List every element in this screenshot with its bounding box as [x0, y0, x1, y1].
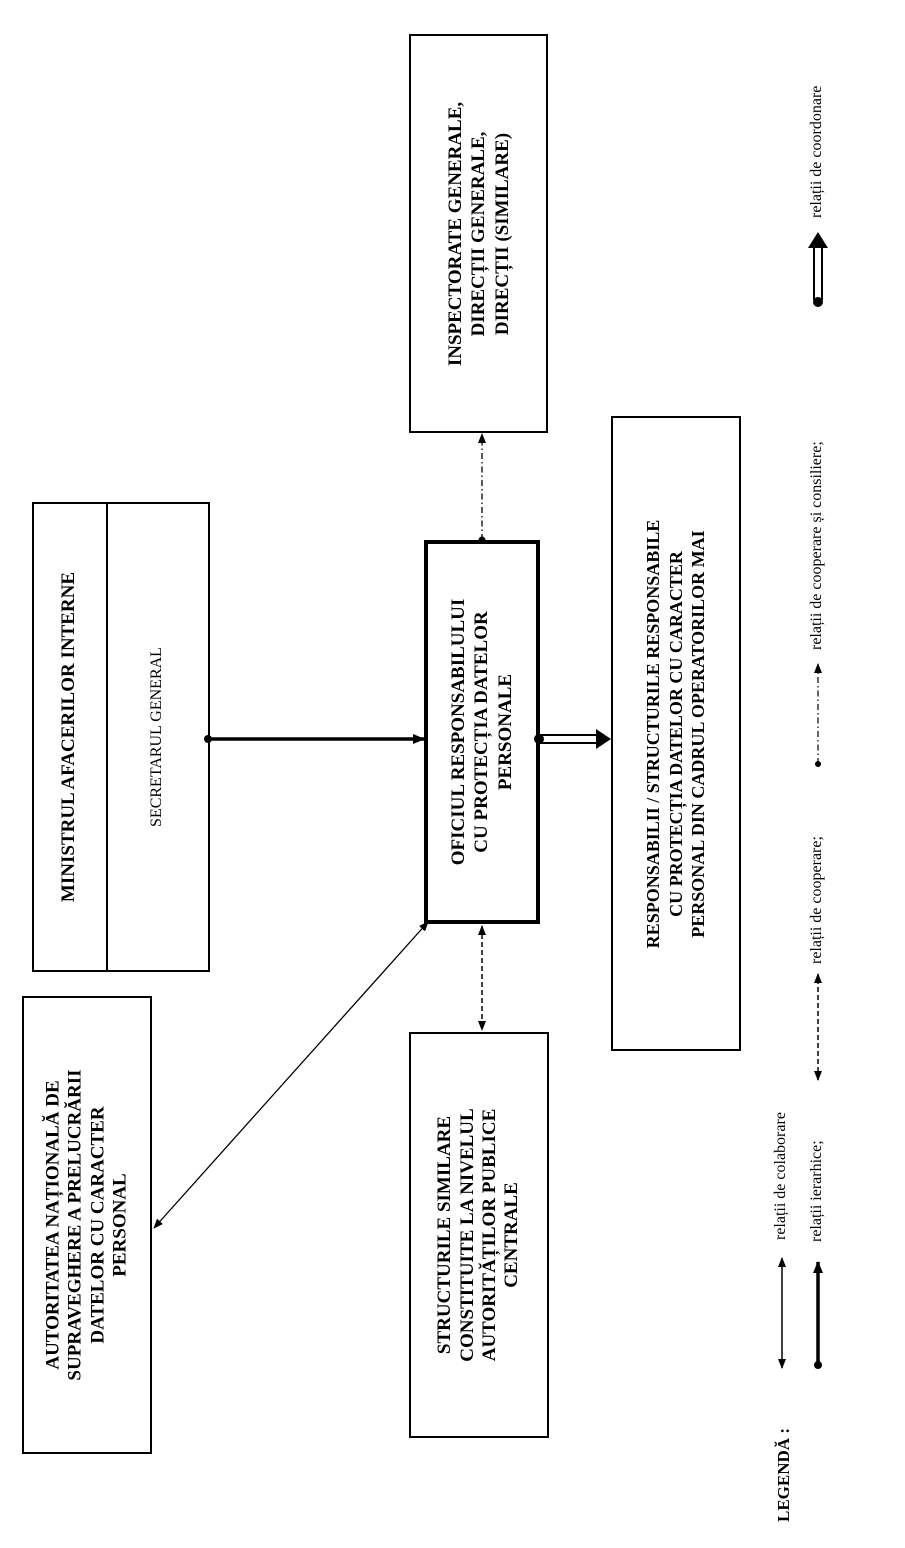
legend-ierarhice: relații ierarhice; [808, 1140, 825, 1242]
legend-symbol-ierarhice [813, 1261, 823, 1369]
divider [106, 504, 108, 970]
link-cooperare-consiliere-oficiul-inspectorate [478, 433, 486, 544]
legend-colaborare: relații de colaborare [772, 1112, 789, 1240]
link-colaborare-oficiul-autoritate [153, 921, 429, 1229]
legend-cooperare-consiliere: relații de cooperare și consiliere; [808, 441, 825, 650]
legend-title: LEGENDĂ : [774, 1428, 793, 1522]
ministru-box: MINISTRUL AFACERILOR INTERNE SECRETARUL … [32, 502, 210, 972]
inspectorate-box: INSPECTORATE GENERALE, DIRECȚII GENERALE… [409, 34, 548, 433]
legend-cooperare: relații de cooperare; [808, 836, 825, 964]
link-ierarhic-secretar-oficiul [204, 734, 425, 744]
legend-coordonare: relații de coordonare [808, 85, 825, 218]
autoritate-box: AUTORITATEA NAȚIONALĂ DE SUPRAVEGHERE A … [22, 996, 152, 1454]
link-coordonare-oficiul-responsabili [534, 729, 611, 749]
oficiul-box: OFICIUL RESPONSABILULUI CU PROTECȚIA DAT… [424, 540, 540, 924]
legend-symbol-cooperare-consiliere [814, 663, 822, 767]
legend-symbol-coordonare [808, 232, 828, 307]
structuri-box: STRUCTURILE SIMILARE CONSTITUITE LA NIVE… [409, 1032, 549, 1438]
responsabili-box: RESPONSABILII / STRUCTURILE RESPONSABILE… [611, 416, 741, 1051]
